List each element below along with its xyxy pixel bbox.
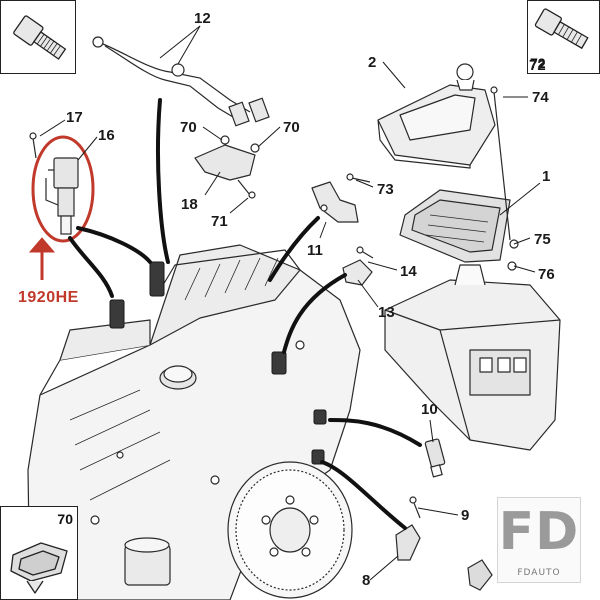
inset-top-right-number: 72 <box>530 55 546 71</box>
logo: FD FDAUTO <box>497 497 581 583</box>
callout-14: 14 <box>400 263 417 280</box>
callout-71: 71 <box>211 213 228 230</box>
battery-tray <box>384 264 561 451</box>
inset-bottom-left-number: 70 <box>57 511 73 527</box>
highlight-label: 1920HE <box>18 289 79 306</box>
flywheel <box>227 461 353 599</box>
callout-70b: 70 <box>283 119 300 136</box>
cam-sensor <box>311 181 359 223</box>
ecu-bracket <box>377 63 496 169</box>
inset-top-left <box>0 0 76 74</box>
pressure-sensor <box>424 438 446 478</box>
small-sensor <box>467 559 493 591</box>
bolt-icon <box>534 8 589 50</box>
callout-75: 75 <box>534 231 551 248</box>
temp-sensor <box>342 246 374 286</box>
ecu-unit <box>399 189 511 263</box>
callout-13: 13 <box>378 304 395 321</box>
callout-76: 76 <box>538 266 555 283</box>
callout-9: 9 <box>461 507 470 524</box>
bolt-icon <box>13 15 67 60</box>
callout-17: 17 <box>66 109 83 126</box>
logo-text: FDAUTO <box>517 568 561 578</box>
callout-8: 8 <box>362 572 371 589</box>
inset-bottom-left: 70 <box>0 506 78 600</box>
bolt-74-75-76 <box>490 86 519 271</box>
bolt-73 <box>346 173 371 183</box>
callout-2: 2 <box>368 54 377 71</box>
highlight-arrow <box>28 237 56 280</box>
callout-73: 73 <box>377 181 394 198</box>
callout-16: 16 <box>98 127 115 144</box>
clip-nut-icon <box>10 542 68 594</box>
callout-1: 1 <box>542 168 551 185</box>
callout-11: 11 <box>307 242 323 259</box>
leader-lines <box>39 25 541 581</box>
pointer-curves <box>68 98 422 530</box>
highlight-ellipse <box>31 135 95 243</box>
callout-12: 12 <box>194 10 211 27</box>
logo-mark: FD <box>498 502 580 562</box>
bracket-18 <box>194 135 260 199</box>
callout-74: 74 <box>532 89 549 106</box>
sensor-harness <box>92 36 270 127</box>
solenoid-valve <box>29 132 79 235</box>
crank-sensor <box>395 496 421 561</box>
callout-72: 72 <box>529 57 546 74</box>
callout-18: 18 <box>181 196 198 213</box>
callout-70a: 70 <box>180 119 197 136</box>
callout-10: 10 <box>421 401 438 418</box>
